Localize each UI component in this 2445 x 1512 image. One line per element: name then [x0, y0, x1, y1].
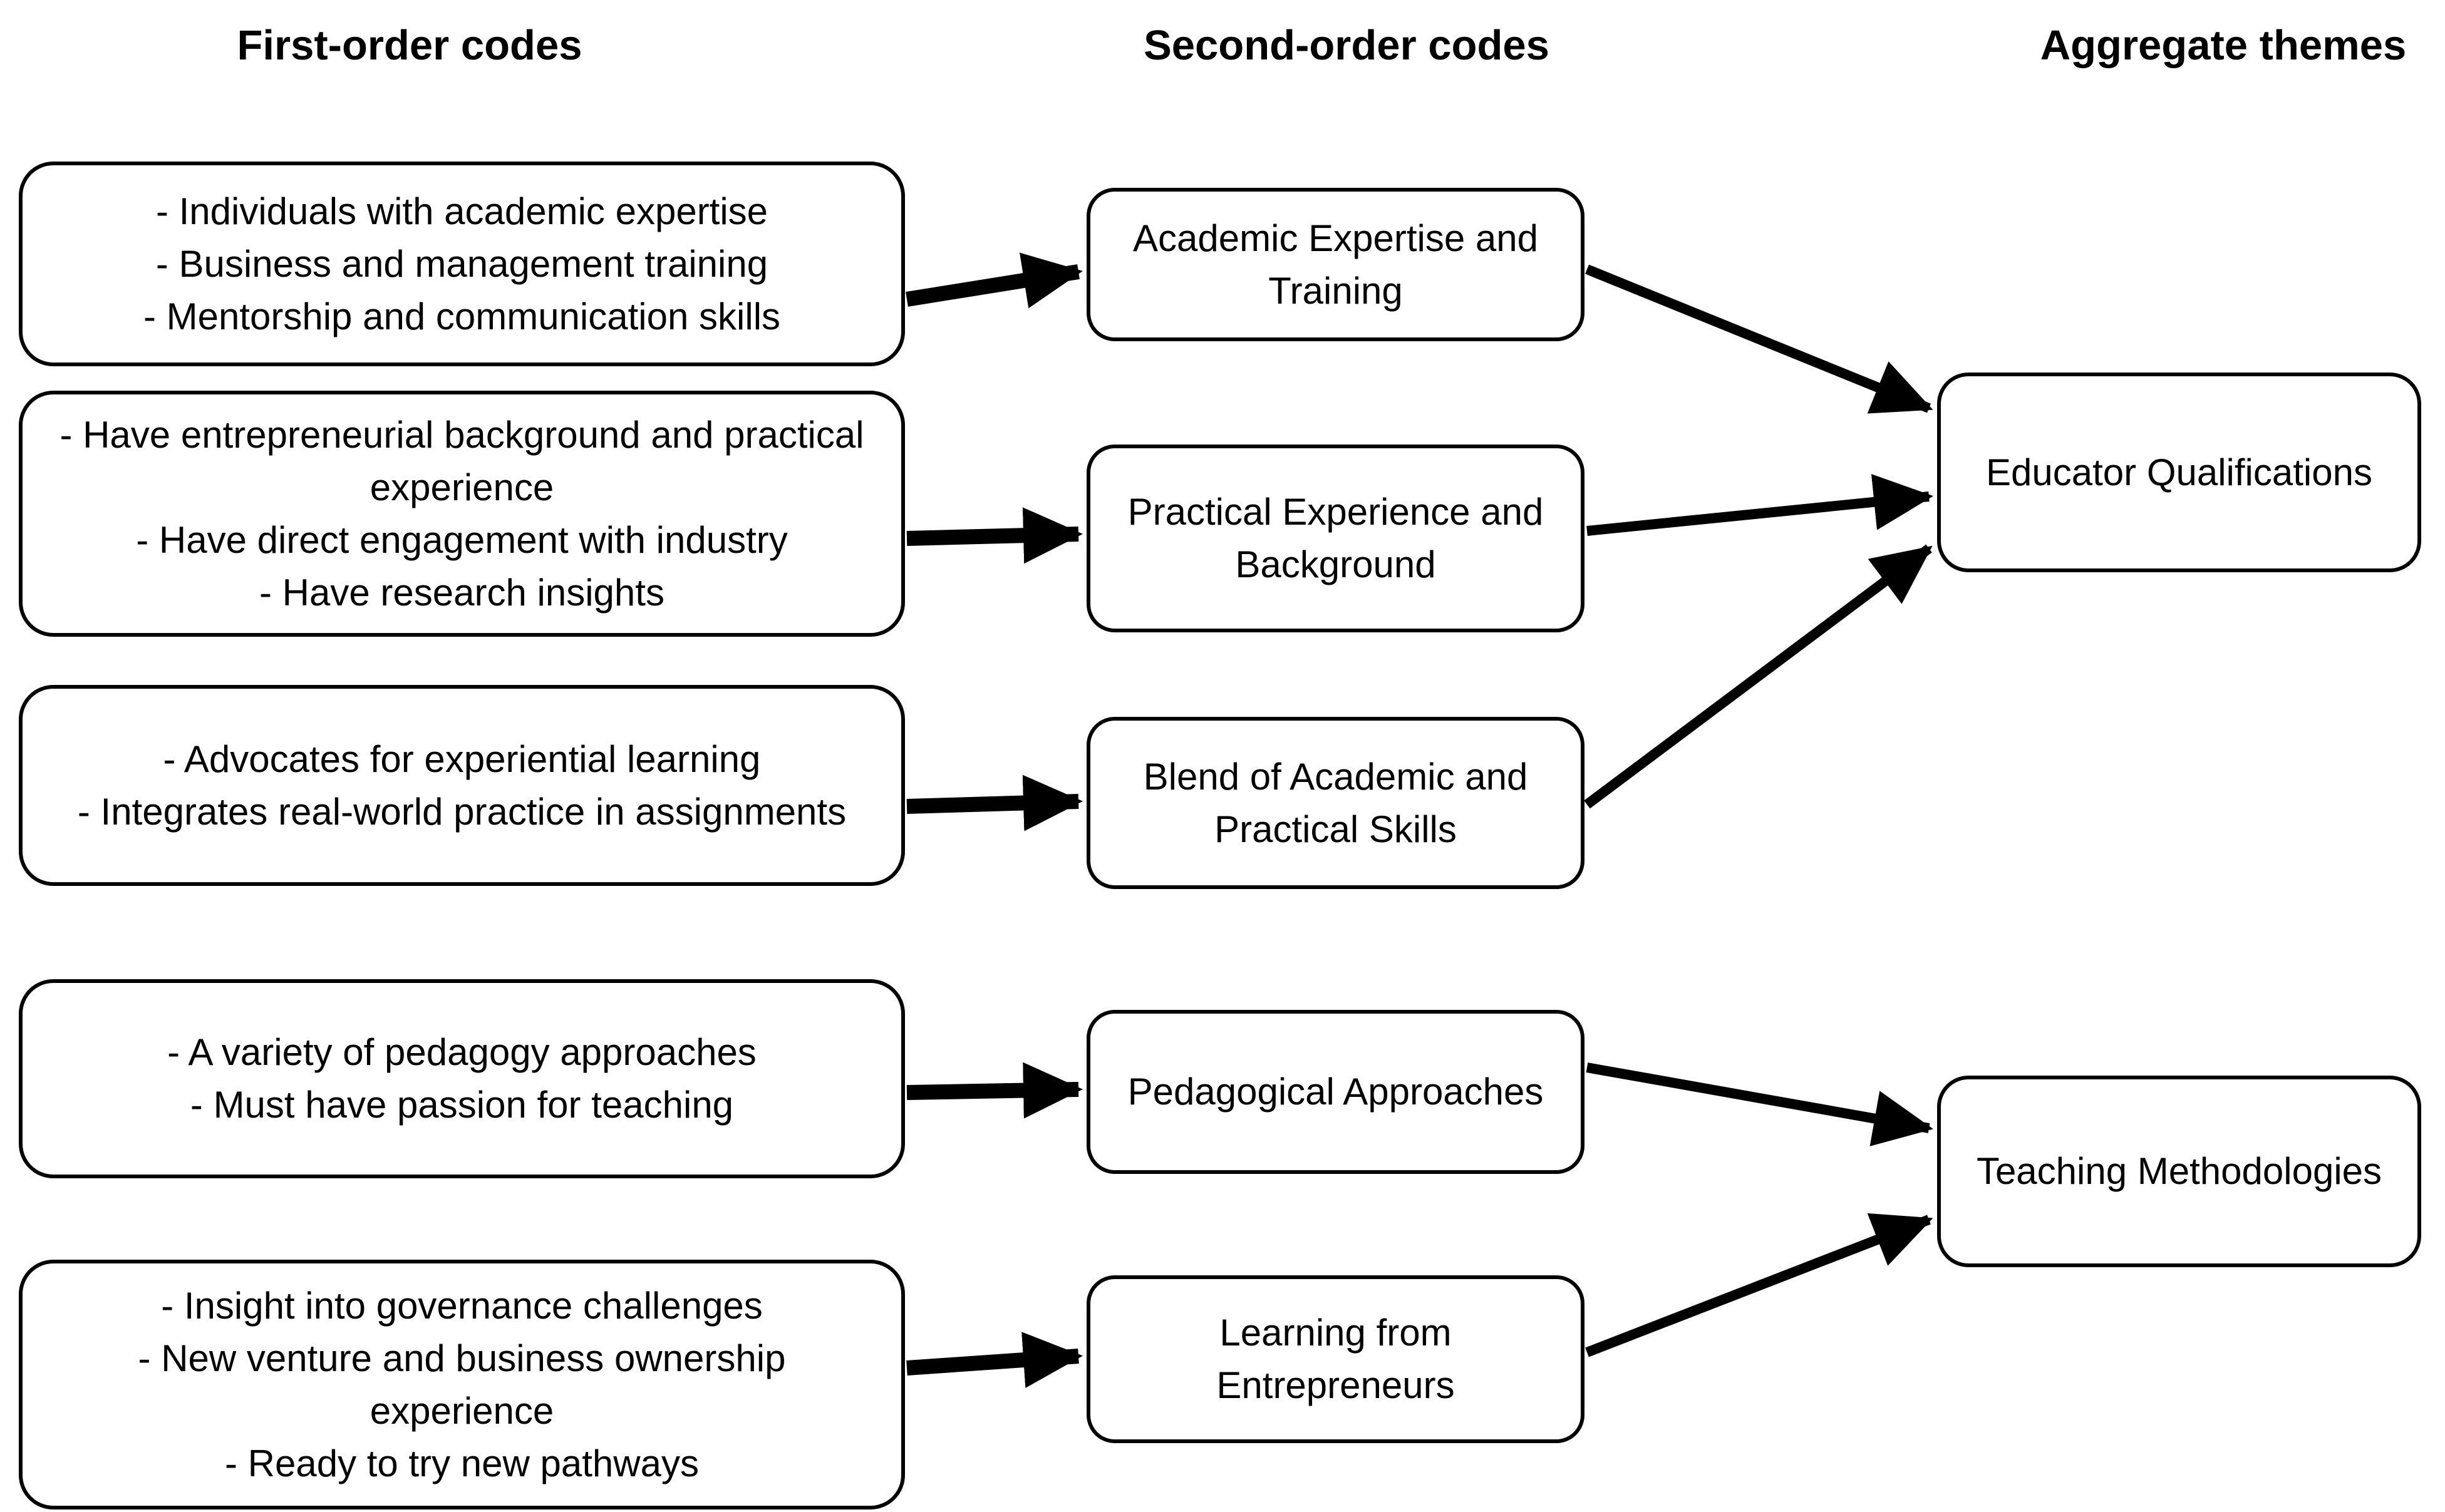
arrow-second5-to-aggregate2 [1585, 1213, 1933, 1357]
second-order-box-academic-expertise-training: Academic Expertise and Training [1087, 188, 1584, 341]
column-header-second-order-codes: Second-order codes [1144, 22, 1549, 69]
second-order-box-text: Pedagogical Approaches [1127, 1071, 1544, 1113]
first-order-box-pedagogy-approaches: - A variety of pedagogy approaches - Mus… [19, 979, 905, 1178]
second-order-box-text: Blend of Academic and Practical Skills [1143, 755, 1528, 850]
column-header-aggregate-themes: Aggregate themes [2040, 22, 2407, 69]
first-order-box-academic-expertise: - Individuals with academic expertise - … [19, 162, 905, 366]
arrow-second1-to-aggregate1 [1584, 264, 1933, 414]
column-header-first-order-codes: First-order codes [237, 22, 582, 69]
first-order-box-experiential-learning: - Advocates for experiential learning - … [19, 685, 905, 886]
second-order-box-blend-academic-practical: Blend of Academic and Practical Skills [1087, 717, 1584, 889]
arrow-second3-to-aggregate1 [1584, 544, 1933, 809]
second-order-box-text: Learning from Entrepreneurs [1216, 1312, 1455, 1406]
first-order-box-text: - A variety of pedagogy approaches - Mus… [167, 1031, 757, 1126]
arrow-first5-to-second5 [906, 1332, 1083, 1388]
aggregate-box-text: Educator Qualifications [1986, 451, 2372, 493]
first-order-box-text: - Have entrepreneurial background and pr… [59, 413, 864, 614]
second-order-box-text: Academic Expertise and Training [1133, 217, 1538, 312]
arrow-first3-to-second3 [906, 774, 1083, 831]
arrow-first1-to-second1 [906, 252, 1083, 309]
arrow-first2-to-second2 [906, 507, 1083, 564]
second-order-box-text: Practical Experience and Background [1127, 491, 1544, 585]
arrow-second2-to-aggregate1 [1586, 474, 1933, 536]
arrow-second4-to-aggregate2 [1586, 1062, 1933, 1146]
first-order-box-text: - Individuals with academic expertise - … [143, 190, 781, 337]
second-order-box-pedagogical-approaches: Pedagogical Approaches [1087, 1010, 1584, 1174]
aggregate-box-educator-qualifications: Educator Qualifications [1937, 373, 2421, 572]
arrow-first4-to-second4 [906, 1062, 1083, 1119]
second-order-box-practical-experience-background: Practical Experience and Background [1087, 445, 1584, 632]
first-order-box-text: - Insight into governance challenges - N… [138, 1284, 786, 1484]
first-order-box-text: - Advocates for experiential learning - … [77, 738, 847, 833]
first-order-box-entrepreneurial-background: - Have entrepreneurial background and pr… [19, 391, 905, 637]
aggregate-box-teaching-methodologies: Teaching Methodologies [1937, 1076, 2421, 1267]
second-order-box-learning-from-entrepreneurs: Learning from Entrepreneurs [1087, 1275, 1584, 1443]
aggregate-box-text: Teaching Methodologies [1976, 1150, 2382, 1192]
first-order-box-governance-insight: - Insight into governance challenges - N… [19, 1260, 905, 1509]
